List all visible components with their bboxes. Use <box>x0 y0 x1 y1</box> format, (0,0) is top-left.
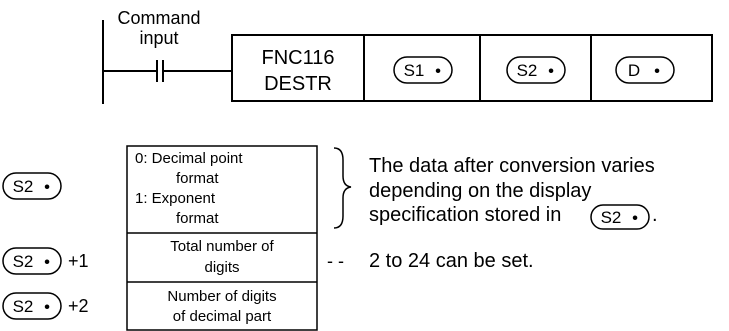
operand-s2: S2 • <box>506 56 566 84</box>
operand-d-dot: • <box>654 63 660 80</box>
command-label-line2: input <box>139 28 178 48</box>
range-note: 2 to 24 can be set. <box>369 250 534 272</box>
ladder-rung: Command input FNC116 DESTR S1 • S2 • D • <box>102 8 713 104</box>
operand-d-label: D <box>628 61 640 80</box>
operand-s1-dot: • <box>435 63 441 80</box>
device-table-frame <box>126 145 318 331</box>
row1-content-line1: 0: Decimal point <box>135 150 243 167</box>
device-label-row3-offset: +2 <box>68 296 89 316</box>
operand-d: D • <box>615 56 675 84</box>
device-label-row2: S2 • +1 <box>2 247 89 275</box>
row3-content-line1: Number of digits <box>167 288 276 305</box>
row1-content-line2: format <box>176 170 219 187</box>
brace-note-s2-ref: S2 • <box>590 204 650 230</box>
brace-note-s2-dot: • <box>632 210 638 227</box>
device-label-row2-text: S2 <box>13 252 34 271</box>
device-label-row3: S2 • +2 <box>2 292 89 320</box>
device-label-row1: S2 • <box>2 172 62 200</box>
row1-content-line4: format <box>176 210 219 227</box>
operand-s1-label: S1 <box>404 61 425 80</box>
brace-note-line1: The data after conversion varies <box>369 155 655 177</box>
brace-note-line3: specification stored in <box>369 204 561 226</box>
curly-brace-icon <box>333 147 352 229</box>
row1-content-line3: 1: Exponent <box>135 190 216 207</box>
row3-content-line2: of decimal part <box>173 308 272 325</box>
device-table: 0: Decimal point format 1: Exponent form… <box>126 145 318 331</box>
instruction-mnemonic-line1: FNC116 <box>262 47 335 69</box>
brace-note-period: . <box>652 204 658 226</box>
instruction-mnemonic-line2: DESTR <box>264 73 332 95</box>
device-label-row3-dot: • <box>44 299 50 316</box>
range-note-dashes: - - <box>327 251 344 271</box>
operand-s1: S1 • <box>393 56 453 84</box>
operand-s2-label: S2 <box>517 61 538 80</box>
command-input-contact-icon <box>156 60 164 82</box>
row2-content-line1: Total number of <box>170 238 274 255</box>
device-label-row1-text: S2 <box>13 177 34 196</box>
device-label-row1-dot: • <box>44 179 50 196</box>
device-label-row2-dot: • <box>44 254 50 271</box>
brace-note-s2-label: S2 <box>601 208 622 227</box>
operand-s2-dot: • <box>548 63 554 80</box>
command-label-line1: Command <box>117 8 200 28</box>
device-label-row3-text: S2 <box>13 297 34 316</box>
row2-content-line2: digits <box>204 259 239 276</box>
instruction-box <box>231 34 713 102</box>
device-label-row2-offset: +1 <box>68 251 89 271</box>
brace-note-line2: depending on the display <box>369 180 591 202</box>
